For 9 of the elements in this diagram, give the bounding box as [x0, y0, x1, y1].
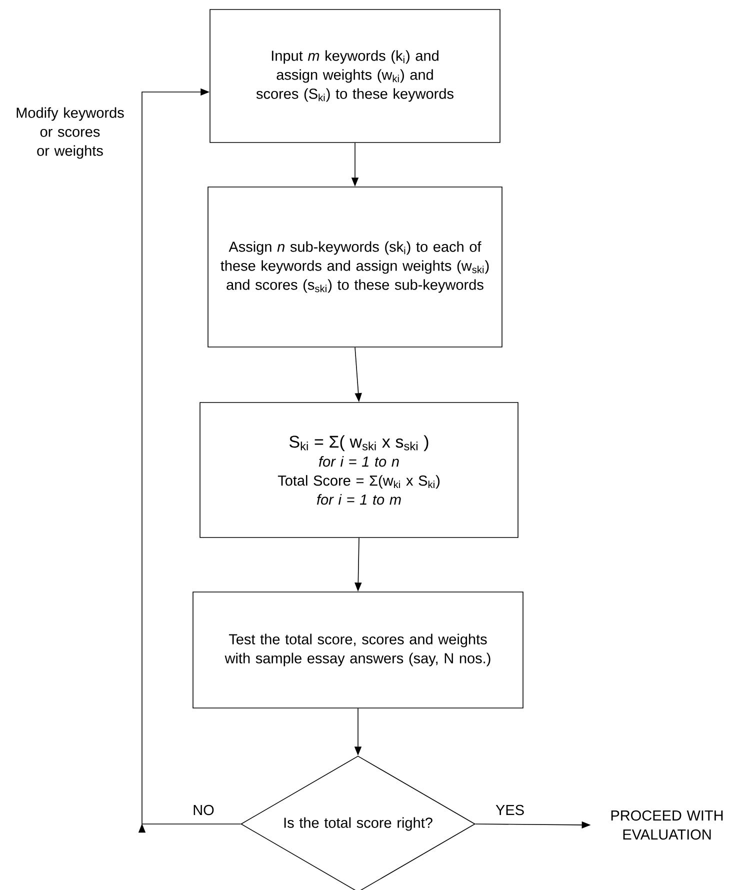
process-box: S$_{ki}$ = Σ( w$_{ski}$ x s$_{ski}$ ) for i = 1 to n Total Score = Σ(w$_{ki}$ x S$_{ki}$) for i = 1 to m	[200, 402, 518, 538]
end-text: PROCEED WITH EVALUATION	[611, 810, 723, 840]
process-box: Test the total score, scores and weights with sample essay answers (say, N nos.)	[192, 592, 524, 708]
edge-label: YES	[494, 804, 526, 816]
process-box: Assign n sub-keywords (sk$_{i}$) to each of these keywords and assign weights (w$_{ski}$) and scores (s$_{ski}$) to these sub-keywords	[208, 186, 502, 348]
process-box: Input m keywords (k$_{i}$) and assign weights (w$_{ki}$) and scores (S$_{ki}$) to these keywords	[210, 9, 500, 143]
edge-label: NO	[192, 804, 216, 816]
loop-note: Modify keywords or scores or weights	[16, 107, 124, 159]
arrow	[138, 88, 241, 833]
